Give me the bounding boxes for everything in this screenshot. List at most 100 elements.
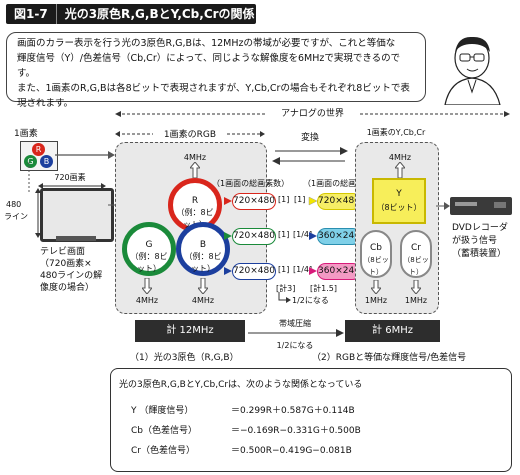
row1-left-val: 720×480 (232, 193, 276, 210)
caption-right: （2）RGBと等価な輝度信号/色差信号 (312, 353, 467, 363)
dvd-tray (455, 202, 477, 206)
ycc-to-dvd-arrow (436, 202, 450, 210)
dvd-panel (494, 202, 506, 208)
tv-caption-1: テレビ画面 (40, 247, 86, 257)
y-sub: （8ビット） (376, 203, 422, 212)
pixel-icon: R G B (20, 141, 58, 171)
tv-stand (56, 236, 96, 241)
tv-caption-2: （720画素× (40, 259, 92, 269)
b-name: B (199, 240, 207, 250)
dvd-caption-3: （蓄積装置） (452, 249, 507, 259)
cb-cylinder: Cb （8ビット） (360, 230, 392, 278)
row3-left-mult: [1] (278, 265, 290, 274)
rgb-freq-bottom-right: 4MHz (191, 296, 215, 305)
total-down-arrow (278, 292, 291, 303)
tv-height-unit: ライン (4, 212, 28, 221)
row2-left-mult: [1] (278, 230, 290, 239)
y-block: Y （8ビット） (372, 178, 426, 224)
total-12mhz-bar: 計 12MHz (135, 320, 245, 342)
formula-y-expr: ＝0.299R＋0.587G＋0.114B (231, 406, 355, 416)
row2-left-val: 720×480 (232, 228, 276, 245)
row1-left-mult: [1] (278, 195, 290, 204)
row3-left-val: 720×480 (232, 263, 276, 280)
cr-arrow-down (411, 280, 421, 294)
intro-line-2: 輝度信号（Y）/色差信号（Cb,Cr）によって、同じような解像度を6MHzで実現… (17, 53, 401, 79)
intro-line-4: 現されます。 (17, 98, 74, 109)
row3-left-arrow (224, 267, 232, 275)
row1-left-arrow (224, 197, 232, 205)
row3-right-mult: [1/4] (293, 265, 313, 274)
figure-title: 図1-7 光の3原色R,G,BとY,Cb,Crの関係 (6, 4, 256, 24)
g-arrow-down (142, 278, 152, 294)
rgb-header-arrow (115, 131, 265, 137)
pixel-b-dot: B (40, 155, 53, 168)
pixel-to-tv-line (28, 162, 30, 192)
row2-left-arrow (224, 232, 232, 240)
ycc-freq-bottom-left: 1MHz (364, 296, 388, 305)
middle-label-right: （1画面の総画素数） (303, 179, 381, 188)
cb-arrow-down (371, 280, 381, 294)
figure-number: 図1-7 (6, 4, 57, 24)
total-left: [計3] (276, 284, 296, 293)
middle-label-left: （1画面の総画素数） (212, 179, 290, 188)
ycc-freq-bottom-right: 1MHz (404, 296, 428, 305)
formula-intro: 光の3原色R,G,BとY,Cb,Crは、次のような関係となっている (119, 380, 363, 390)
r-name: R (191, 196, 199, 206)
rgb-arrow-top (190, 162, 200, 178)
g-sub: （例：8ビット） (130, 252, 168, 273)
pixel-g-dot: G (24, 155, 37, 168)
analog-world-arrow (115, 111, 510, 117)
tv-width-arrow (38, 183, 106, 189)
formula-cr-expr: ＝0.500R−0.419G−0.081B (231, 446, 352, 456)
teacher-illustration (444, 36, 501, 105)
dvd-caption-2: が扱う信号 (452, 236, 498, 246)
row3-right-arrow (309, 267, 317, 275)
intro-bubble: 画面のカラー表示を行う光の3原色R,G,Bは、12MHzの帯域が必要ですが、これ… (6, 32, 426, 109)
formula-box: 光の3原色R,G,BとY,Cb,Crは、次のような関係となっている Y （輝度信… (110, 368, 512, 472)
cr-name: Cr (411, 243, 421, 253)
intro-line-3: また、1画素のR,G,Bは各8ビットで表現されますが、Y,Cb,Crの場合もそれ… (17, 83, 410, 94)
ycc-freq-top: 4MHz (388, 153, 412, 162)
formula-cb-expr: ＝−0.169R−0.331G＋0.500B (231, 426, 361, 436)
intro-line-1: 画面のカラー表示を行う光の3原色R,G,Bは、12MHzの帯域が必要ですが、これ… (17, 38, 396, 49)
row3-right-val: 360×240 (317, 263, 361, 280)
ycc-box-header: 1画素のY,Cb,Cr (366, 128, 426, 137)
y-arrow-top (395, 162, 405, 178)
row2-right-arrow (309, 232, 317, 240)
pixel-r-dot: R (32, 143, 45, 156)
rgb-box-header: 1画素のRGB (163, 130, 217, 140)
cb-name: Cb (370, 243, 382, 253)
formula-cr-name: Cr（色差信号） (131, 446, 195, 456)
g-circle: G （例：8ビット） (122, 222, 176, 276)
pixel-label: 1画素 (14, 129, 38, 139)
total-right: [計1.5] (310, 284, 337, 293)
pixel-to-box-arrow (55, 151, 115, 159)
tv-caption-4: 像度の場合） (40, 283, 95, 293)
tv-height-num: 480 (6, 200, 22, 209)
b-circle: B （例：8ビット） (176, 222, 230, 276)
tv-width-label: 720画素 (54, 173, 86, 182)
compress-arrow (248, 329, 344, 337)
ycc-box (355, 142, 439, 314)
tv-caption: テレビ画面 （720画素× 480ラインの解 像度の場合） (40, 246, 102, 294)
row2-right-mult: [1/4] (293, 230, 313, 239)
analog-world-text: アナログの世界 (281, 109, 344, 119)
row1-right-arrow (308, 196, 317, 206)
cb-sub: （8ビット） (363, 256, 389, 276)
formula-y-name: Y （輝度信号） (131, 406, 194, 416)
b-arrow-down (198, 278, 208, 294)
rgb-freq-top: 4MHz (183, 153, 207, 162)
total-6mhz-bar: 計 6MHz (345, 320, 440, 342)
g-name: G (145, 240, 153, 250)
convert-label: 変換 (300, 133, 319, 143)
b-sub: （例：8ビット） (184, 252, 222, 273)
figure-title-text: 光の3原色R,G,BとY,Cb,Crの関係 (64, 7, 255, 21)
tv-height-arrow (35, 188, 41, 238)
compress-label: 帯域圧縮 (279, 319, 311, 328)
dvd-caption: DVDレコーダ が扱う信号 （蓄積装置） (452, 222, 508, 261)
convert-arrows (272, 147, 348, 165)
analog-world-label: アナログの世界 (115, 106, 510, 119)
formula-cb-name: Cb（色差信号） (131, 426, 197, 436)
cr-cylinder: Cr （8ビット） (400, 230, 432, 278)
rgb-freq-bottom-left: 4MHz (135, 296, 159, 305)
